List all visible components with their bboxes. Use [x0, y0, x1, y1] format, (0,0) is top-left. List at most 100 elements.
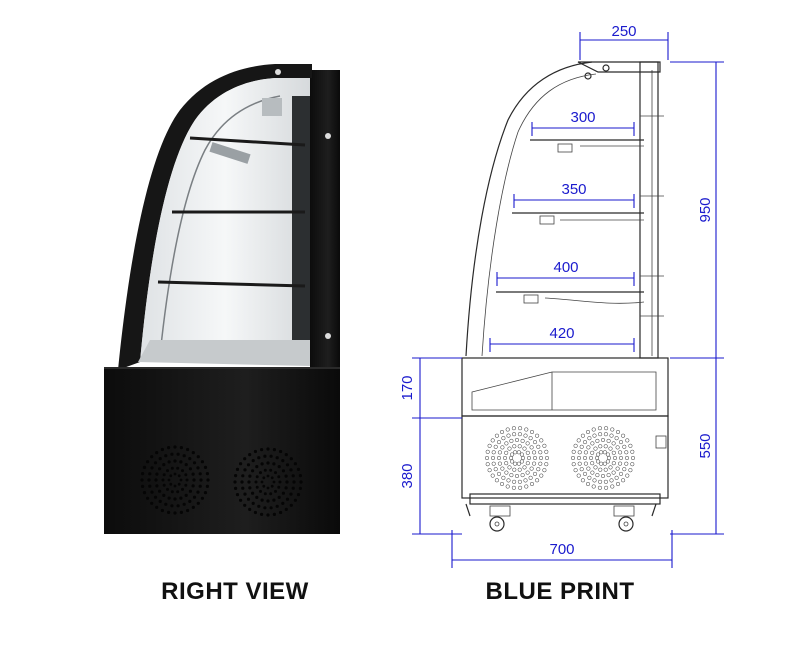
vent-hole	[198, 472, 202, 476]
vent-hole	[150, 466, 154, 470]
vent-hole	[181, 487, 184, 491]
vent-hole	[586, 466, 591, 471]
right-view-photo	[104, 64, 340, 534]
vent-left	[140, 445, 210, 515]
vent-hole	[597, 485, 602, 490]
vent-hole	[493, 467, 498, 472]
vent-hole	[618, 450, 623, 455]
vent-hole	[179, 446, 183, 450]
vent-hole	[259, 471, 262, 475]
vent-hole	[487, 443, 492, 448]
vent-hole	[153, 461, 158, 465]
vent-hole	[590, 441, 595, 446]
vent-hole	[608, 446, 613, 451]
vent-hole	[598, 479, 603, 484]
vent-hole	[269, 454, 273, 458]
vent-hole	[266, 447, 270, 451]
vent-hole	[490, 438, 495, 443]
vent-hole	[518, 485, 523, 490]
vent-hole	[500, 445, 505, 450]
vent-hole	[519, 459, 524, 464]
vent-hole	[590, 470, 595, 475]
vent-hole	[188, 457, 192, 461]
dim-total-width: 700	[549, 541, 574, 558]
vent-hole	[251, 501, 255, 505]
vent-hole	[517, 479, 522, 484]
vent-hole	[281, 469, 285, 473]
vent-hole	[612, 455, 618, 461]
dimension-lines: 250 300 350 400 420 700 950 550 170 380	[399, 23, 724, 568]
vent-hole	[614, 436, 619, 441]
vent-hole	[259, 489, 262, 493]
vent-hole	[499, 429, 505, 435]
vent-hole	[253, 449, 257, 454]
vent-hole	[580, 433, 585, 438]
vent-hole	[277, 485, 281, 489]
vent-hole	[235, 493, 240, 497]
vent-hole	[542, 443, 547, 448]
vent-hole	[284, 486, 288, 490]
vent-hole	[529, 466, 534, 471]
vent-hole	[600, 437, 606, 443]
vent-hole	[609, 478, 614, 483]
vent-hole	[169, 482, 173, 486]
vent-hole	[611, 461, 616, 466]
vent-hole	[191, 472, 195, 476]
vent-hole	[203, 465, 208, 469]
vent-hole	[240, 480, 244, 484]
vent-hole	[251, 469, 255, 473]
vent-hole	[599, 461, 604, 466]
vent-hole	[525, 450, 530, 455]
vent-hole	[182, 502, 186, 506]
vent-hole	[141, 472, 145, 476]
vent-hole	[186, 447, 190, 452]
vent-hole	[504, 470, 509, 475]
vent-hole	[184, 463, 188, 467]
vent-hole	[605, 452, 610, 457]
vent-hole	[254, 480, 258, 484]
blueprint-drawing	[461, 61, 669, 532]
vent-hole	[299, 480, 303, 484]
vent-hole	[173, 511, 177, 515]
vent-hole	[179, 496, 183, 500]
dim-shelf-2: 350	[561, 181, 586, 198]
vent-hole	[505, 484, 510, 489]
vent-hole	[579, 467, 584, 472]
vent-hole	[167, 496, 171, 500]
bp-shelves	[496, 115, 664, 317]
vent-hole	[173, 472, 177, 476]
vent-hole	[591, 484, 596, 489]
bp-base-lower	[461, 415, 669, 499]
vent-hole	[526, 455, 532, 461]
vent-hole	[602, 461, 607, 466]
bp-casters	[489, 505, 635, 532]
vent-hole	[176, 452, 180, 456]
vent-hole	[512, 479, 517, 484]
dim-shelf-1: 300	[570, 109, 595, 126]
vent-hole	[196, 501, 200, 505]
vent-hole	[610, 484, 615, 489]
vent-hole	[580, 478, 585, 483]
vent-hole	[291, 486, 295, 490]
glass-inner-curve	[159, 95, 281, 356]
vent-hole	[538, 455, 544, 461]
vent-hole	[269, 506, 273, 510]
vent-hole	[170, 466, 174, 470]
vent-hole	[263, 468, 267, 472]
vent-hole	[161, 478, 165, 482]
vent-hole	[246, 497, 251, 501]
vent-hole	[591, 427, 596, 432]
vent-hole	[490, 455, 496, 461]
vent-hole	[622, 444, 627, 449]
vent-hole	[284, 453, 288, 457]
vent-hole	[155, 472, 159, 476]
vent-hole	[248, 474, 252, 478]
vent-hole	[544, 455, 550, 461]
vent-hole	[184, 493, 188, 497]
vent-hole	[513, 461, 518, 466]
vent-hole	[624, 461, 629, 466]
vent-hole	[253, 510, 257, 515]
vent-hole	[516, 450, 521, 455]
vent-hole	[170, 452, 174, 456]
vent-hole	[162, 473, 166, 477]
